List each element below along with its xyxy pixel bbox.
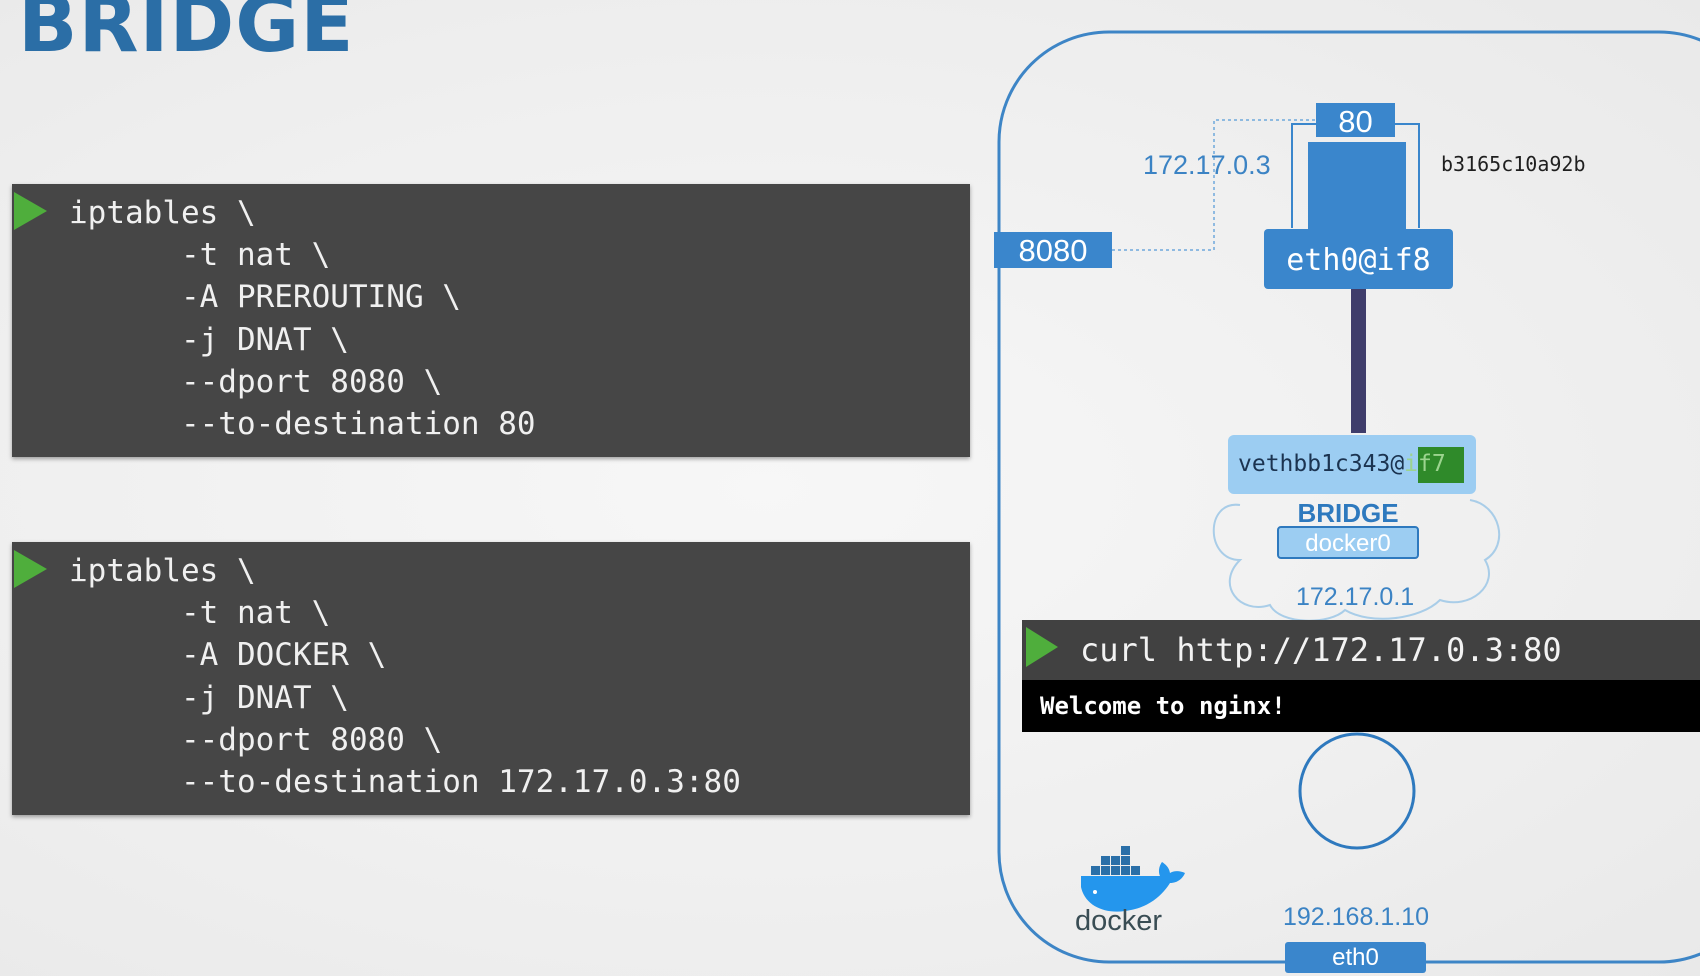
command-line: --dport 8080 \ bbox=[69, 721, 443, 758]
container-bracket bbox=[1291, 123, 1420, 228]
command-text: iptables \ -t nat \ -A DOCKER \ -j DNAT … bbox=[69, 550, 741, 803]
docker-logo bbox=[1081, 846, 1185, 912]
command-line: --dport 8080 \ bbox=[69, 363, 443, 400]
docker-logo-text: docker bbox=[1075, 905, 1163, 937]
bridge-name-label: docker0 bbox=[1305, 530, 1391, 557]
play-icon[interactable] bbox=[14, 550, 47, 588]
play-icon[interactable] bbox=[1026, 627, 1058, 667]
container-port-box bbox=[1316, 103, 1395, 137]
container-ip-label: 172.17.0.3 bbox=[1143, 150, 1271, 180]
veth-box bbox=[1228, 435, 1476, 494]
iptables-prerouting-command: iptables \ -t nat \ -A PREROUTING \ -j D… bbox=[12, 184, 970, 457]
container-body bbox=[1308, 142, 1406, 232]
curl-command-bar: curl http://172.17.0.3:80 bbox=[1022, 620, 1700, 680]
veth-prefix: vethbb1c343@ bbox=[1238, 451, 1405, 477]
command-line: --to-destination 172.17.0.3:80 bbox=[69, 764, 741, 801]
container-port-label: 80 bbox=[1338, 104, 1373, 139]
page-title: BRIDGE bbox=[18, 0, 355, 70]
command-line: -A PREROUTING \ bbox=[69, 279, 461, 316]
host-nic-circle bbox=[1298, 732, 1416, 850]
command-line: -j DNAT \ bbox=[69, 679, 349, 716]
host-ip-label: 192.168.1.10 bbox=[1283, 903, 1429, 931]
container-id-label: b3165c10a92b bbox=[1441, 152, 1586, 176]
veth-suffix: if7 bbox=[1404, 451, 1446, 477]
curl-command: curl http://172.17.0.3:80 bbox=[1080, 631, 1562, 669]
play-icon[interactable] bbox=[14, 192, 47, 230]
docker0-box bbox=[1277, 526, 1419, 559]
port-mapping-line bbox=[1112, 119, 1318, 251]
host-iface-label: eth0 bbox=[1332, 944, 1379, 971]
bridge-label: BRIDGE bbox=[1297, 498, 1399, 528]
container-iface-label: eth0@if8 bbox=[1286, 243, 1431, 278]
veth-highlight bbox=[1418, 447, 1464, 483]
command-line: --to-destination 80 bbox=[69, 406, 536, 443]
command-line: -j DNAT \ bbox=[69, 321, 349, 358]
veth-link bbox=[1351, 289, 1366, 433]
command-text: iptables \ -t nat \ -A PREROUTING \ -j D… bbox=[69, 192, 536, 445]
bridge-cloud bbox=[1212, 499, 1501, 622]
bridge-ip-label: 172.17.0.1 bbox=[1296, 583, 1415, 611]
veth-label: vethbb1c343@if7 bbox=[1238, 453, 1446, 476]
command-line: -A DOCKER \ bbox=[69, 637, 387, 674]
command-line: -t nat \ bbox=[69, 237, 331, 274]
iptables-docker-command: iptables \ -t nat \ -A DOCKER \ -j DNAT … bbox=[12, 542, 970, 815]
command-line: iptables \ bbox=[69, 553, 256, 589]
host-iface-box bbox=[1285, 942, 1426, 973]
container-iface-box bbox=[1264, 229, 1453, 289]
host-port-box bbox=[994, 232, 1112, 268]
command-line: iptables \ bbox=[69, 195, 256, 231]
host-port-label: 8080 bbox=[1018, 233, 1088, 268]
curl-terminal: curl http://172.17.0.3:80 Welcome to ngi… bbox=[1022, 620, 1700, 732]
command-line: -t nat \ bbox=[69, 595, 331, 632]
curl-output-text: Welcome to nginx! bbox=[1040, 692, 1286, 720]
curl-output: Welcome to nginx! bbox=[1022, 680, 1700, 732]
